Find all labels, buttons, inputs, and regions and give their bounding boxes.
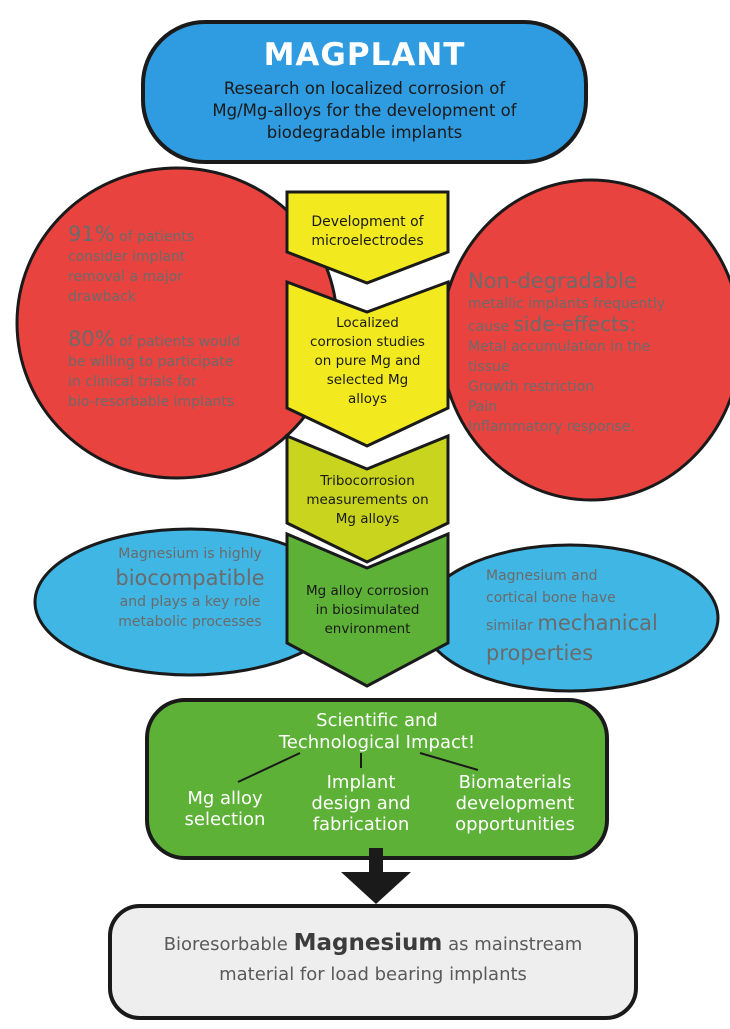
branch-line-left [237, 752, 301, 783]
impact-title: Scientific and Technological Impact! [278, 710, 476, 753]
step-4-chevron [285, 531, 450, 688]
header-subtitle: Research on localized corrosion of Mg/Mg… [212, 79, 517, 142]
impact-branch-2: Implant design and fabrication [311, 772, 411, 835]
step-2-chevron [285, 279, 450, 448]
step-4-text: Mg alloy corrosion in biosimulated envir… [306, 583, 429, 637]
stat-91: 91% of patients [68, 222, 195, 246]
impact-branch-3: Biomaterials development opportunities [455, 772, 575, 835]
side-effects-line: cause side-effects: [468, 312, 637, 336]
branch-line-right [419, 752, 479, 771]
left-blue-text: Magnesium is highly biocompatible and pl… [115, 546, 265, 630]
conclusion-box [108, 904, 638, 1020]
step-1-chevron [285, 190, 450, 285]
header-title: MAGPLANT [263, 37, 466, 73]
impact-branch-1: Mg alloy selection [184, 788, 266, 830]
mechanical-line: similar mechanical [486, 611, 658, 635]
right-blue-text: Magnesium and cortical bone have similar… [486, 565, 706, 666]
arrow-shaft [369, 848, 383, 876]
step-3-chevron [285, 433, 450, 564]
right-red-text: Non-degradable metallic implants frequen… [468, 268, 708, 437]
arrow-head [341, 872, 411, 904]
step-3-text: Tribocorrosion measurements on Mg alloys [306, 473, 429, 527]
step-2-text: Localized corrosion studies on pure Mg a… [310, 315, 425, 407]
conclusion-text: Bioresorbable Magnesium as mainstream ma… [110, 928, 636, 990]
stat-80: 80% of patients would [68, 327, 241, 351]
step-1-text: Development of microelectrodes [311, 214, 424, 249]
header-box [141, 20, 588, 164]
conclusion-line-1: Bioresorbable Magnesium as mainstream [163, 930, 583, 956]
left-red-text: 91% of patients consider implant removal… [68, 224, 288, 412]
